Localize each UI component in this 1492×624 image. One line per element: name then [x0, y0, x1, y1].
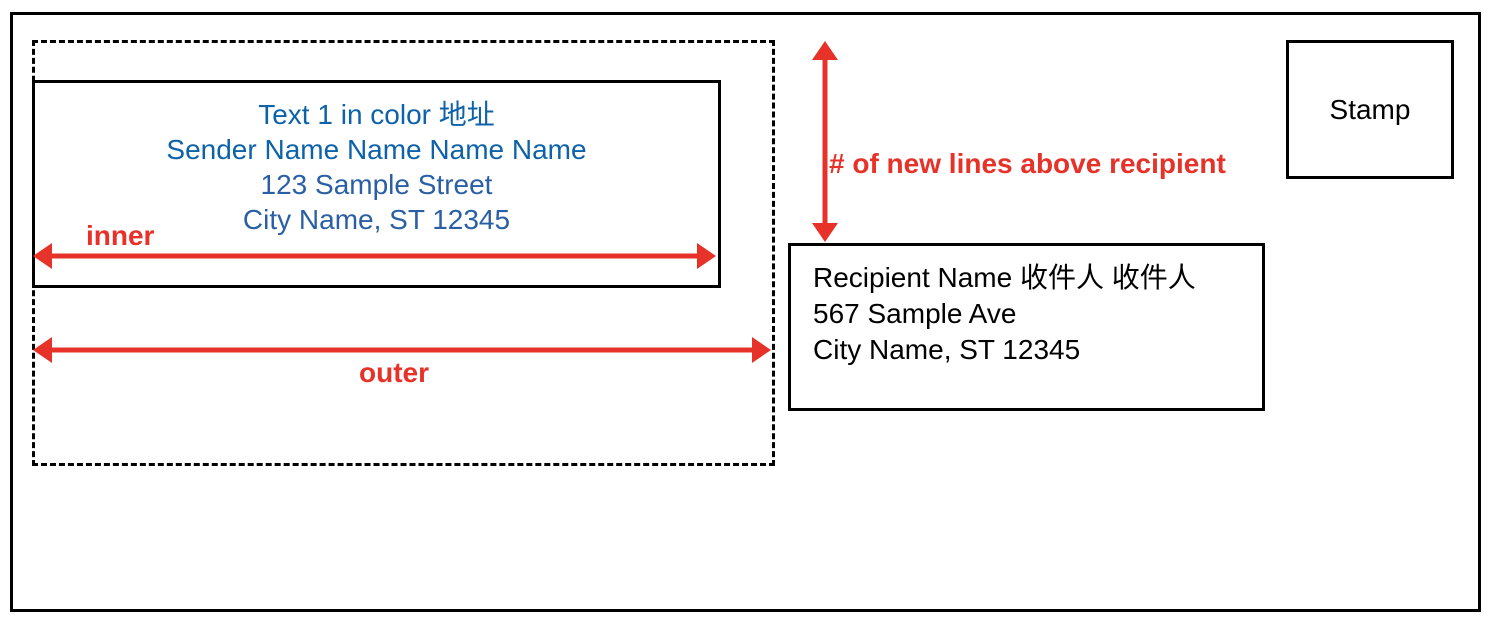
- stamp-box: Stamp: [1286, 40, 1454, 179]
- stamp-label: Stamp: [1329, 93, 1411, 125]
- sender-line-2: Sender Name Name Name Name: [166, 134, 587, 165]
- recipient-line-2: 567 Sample Ave: [813, 298, 1017, 329]
- recipient-address: Recipient Name 收件人 收件人 567 Sample Ave Ci…: [813, 260, 1196, 368]
- recipient-address-box: Recipient Name 收件人 收件人 567 Sample Ave Ci…: [788, 243, 1265, 411]
- new-lines-label: # of new lines above recipient: [829, 148, 1226, 179]
- sender-address: Text 1 in color 地址 Sender Name Name Name…: [35, 97, 718, 237]
- recipient-line-1: Recipient Name 收件人 收件人: [813, 262, 1196, 293]
- sender-address-box: Text 1 in color 地址 Sender Name Name Name…: [32, 80, 721, 288]
- outer-width-arrow: [33, 337, 771, 363]
- sender-line-1: Text 1 in color 地址: [258, 99, 495, 130]
- inner-width-arrow: [33, 243, 716, 269]
- envelope: [10, 12, 1481, 612]
- outer-label: outer: [359, 357, 429, 388]
- sender-line-3: 123 Sample Street: [260, 169, 493, 200]
- sender-line-4: City Name, ST 12345: [242, 204, 511, 235]
- inner-label: inner: [86, 220, 155, 251]
- recipient-line-3: City Name, ST 12345: [813, 334, 1081, 365]
- new-lines-arrow: [812, 41, 838, 242]
